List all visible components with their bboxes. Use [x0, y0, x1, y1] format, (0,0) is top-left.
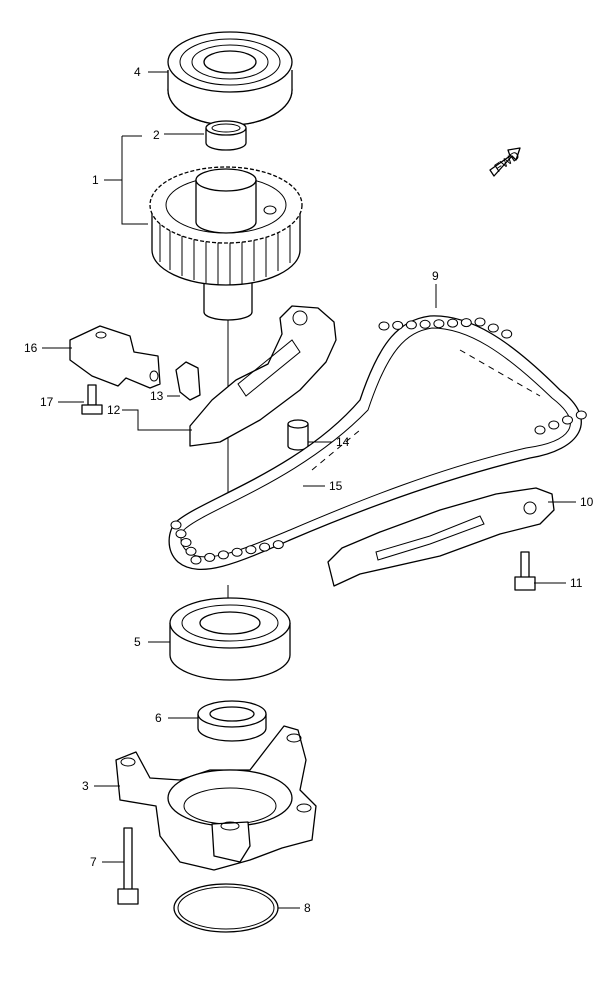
callout-4: 4	[134, 65, 141, 79]
chain-roller	[501, 329, 513, 339]
chain-roller	[392, 320, 404, 330]
leader-lines	[42, 71, 576, 909]
chain-roller	[562, 415, 573, 425]
part-2-collar[interactable]	[205, 120, 247, 151]
callout-14: 14	[336, 435, 350, 449]
chain-roller	[447, 318, 459, 328]
part-1-gear[interactable]	[149, 166, 303, 321]
chain-rollers	[170, 317, 587, 565]
part-6-oil-seal[interactable]	[197, 700, 267, 742]
part-9-timing-chain[interactable]	[168, 315, 582, 570]
part-8-o-ring[interactable]	[173, 883, 279, 933]
chain-roller	[575, 410, 587, 420]
chain-roller	[231, 547, 243, 557]
chain-roller	[170, 520, 182, 530]
chain-roller	[460, 318, 472, 328]
chain-roller	[474, 317, 486, 327]
chain-roller	[259, 542, 271, 552]
chain-roller	[217, 550, 229, 560]
callout-1: 1	[92, 173, 99, 187]
chain-roller	[378, 321, 390, 331]
part-13-clip[interactable]	[175, 361, 201, 401]
chain-roller	[433, 319, 445, 329]
callout-17: 17	[40, 395, 54, 409]
chain-roller	[180, 538, 192, 547]
callout-7: 7	[90, 855, 97, 869]
part-16-tensioner[interactable]	[69, 325, 161, 389]
callout-11: 11	[570, 576, 583, 590]
callout-2: 2	[153, 128, 160, 142]
chain-roller	[185, 546, 197, 556]
chain-roller	[245, 545, 257, 555]
chain-roller	[272, 540, 284, 550]
part-11-bolt[interactable]	[514, 551, 536, 591]
callout-5: 5	[134, 635, 141, 649]
callout-12: 12	[107, 403, 121, 417]
chain-roller	[190, 555, 202, 565]
part-14-sleeve[interactable]	[287, 419, 309, 451]
part-12-chain-guide[interactable]	[189, 305, 337, 447]
chain-roller	[548, 420, 560, 430]
callout-10: 10	[580, 495, 594, 509]
callout-16: 16	[24, 341, 38, 355]
part-4-bearing[interactable]	[167, 31, 293, 126]
callout-13: 13	[150, 389, 164, 403]
callout-8: 8	[304, 901, 311, 915]
part-17-bolt[interactable]	[81, 384, 103, 415]
chain-roller	[204, 552, 216, 562]
part-5-bearing[interactable]	[169, 597, 291, 681]
fwd-direction-arrow: FWD	[489, 147, 522, 177]
callout-6: 6	[155, 711, 162, 725]
callout-15: 15	[329, 479, 343, 493]
part-3-housing[interactable]	[115, 725, 317, 871]
chain-roller	[419, 319, 431, 329]
chain-roller	[405, 320, 417, 330]
callout-9: 9	[432, 269, 439, 283]
chain-roller	[175, 529, 187, 539]
part-7-bolt[interactable]	[117, 827, 139, 905]
chain-roller	[487, 323, 499, 333]
chain-roller	[534, 425, 546, 435]
callout-3: 3	[82, 779, 89, 793]
